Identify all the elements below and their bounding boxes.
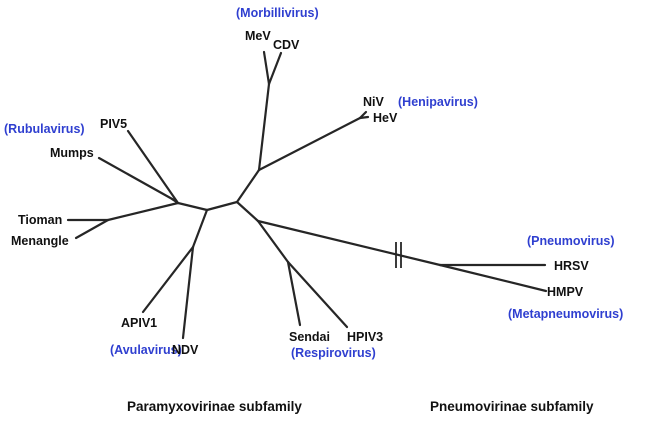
- branch-hev: [358, 115, 370, 120]
- taxon-label-hpiv3: HPIV3: [347, 330, 383, 344]
- taxon-label-mev: MeV: [245, 29, 271, 43]
- subfamily-label-pneumovirinae: Pneumovirinae subfamily: [430, 399, 594, 414]
- branch-tioman-menangle-stem: [106, 201, 180, 222]
- taxon-label-hrsv: HRSV: [554, 259, 589, 273]
- taxon-label-piv5: PIV5: [100, 117, 127, 131]
- genus-label-pneumovirus: (Pneumovirus): [527, 234, 615, 248]
- taxon-label-sendai: Sendai: [289, 330, 330, 344]
- branch-hpiv3: [286, 260, 349, 329]
- taxon-label-cdv: CDV: [273, 38, 300, 52]
- branch-mumps: [97, 156, 176, 202]
- branch-piv5: [126, 129, 180, 205]
- branch-upper-to-morbilli-henipa: [235, 168, 261, 204]
- branch-hmpv: [438, 263, 548, 293]
- branch-center-to-upper: [205, 200, 239, 212]
- branch-henipavirus-stem: [257, 116, 362, 172]
- taxon-label-niv: NiV: [363, 95, 385, 109]
- genus-label-metapneumovirus: (Metapneumovirus): [508, 307, 623, 321]
- branch-morbillivirus-stem: [257, 82, 271, 172]
- genus-label-morbillivirus: (Morbillivirus): [236, 6, 319, 20]
- taxon-label-hev: HeV: [373, 111, 398, 125]
- branch-sendai: [286, 260, 302, 327]
- branch-ndv: [181, 245, 195, 340]
- branch-upper-to-respiro-pneumo: [235, 200, 260, 223]
- genus-label-respirovirus: (Respirovirus): [291, 346, 376, 360]
- taxon-label-tioman: Tioman: [18, 213, 62, 227]
- branch-avulavirus-stem: [191, 208, 209, 249]
- genus-label-avulavirus: (Avulavirus): [110, 343, 182, 357]
- branch-mev: [262, 50, 271, 86]
- genus-label-henipavirus: (Henipavirus): [398, 95, 478, 109]
- subfamily-label-paramyxovirinae: Paramyxovirinae subfamily: [127, 399, 302, 414]
- branch-cdv: [267, 51, 283, 86]
- genus-label-rubulavirus: (Rubulavirus): [4, 122, 85, 136]
- taxon-label-mumps: Mumps: [50, 146, 94, 160]
- branch-pneumovirinae-stem: [256, 219, 442, 267]
- taxon-label-apiv1: APIV1: [121, 316, 157, 330]
- taxon-label-ndv: NDV: [172, 343, 199, 357]
- branch-menangle: [74, 218, 110, 240]
- branch-rubula-to-center: [176, 201, 209, 212]
- branch-respirovirus-stem: [256, 219, 290, 264]
- taxon-label-menangle: Menangle: [11, 234, 69, 248]
- taxon-label-hmpv: HMPV: [547, 285, 584, 299]
- branch-apiv1: [141, 245, 195, 314]
